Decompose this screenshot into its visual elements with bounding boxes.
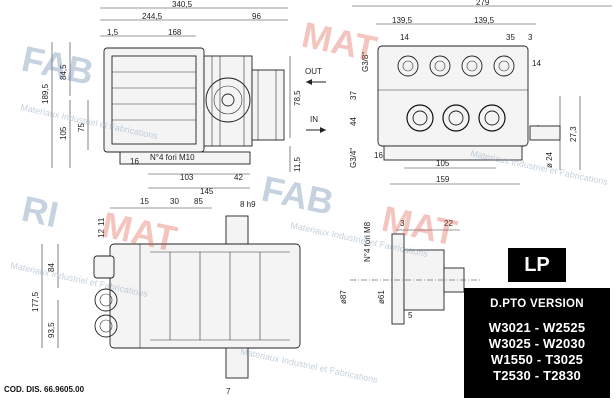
side-view: 15 30 85 8 h9 11 12 84 177,5 93,5 7 bbox=[31, 197, 301, 396]
flange-view: 3 22 N°4 fori M8 ø87 ø61 5 bbox=[339, 219, 480, 325]
dim-11-5: 11,5 bbox=[293, 156, 302, 172]
version-title: D.PTO VERSION bbox=[490, 298, 584, 310]
dim-27-3: 27,3 bbox=[569, 126, 578, 142]
model-line: W3021 - W2525 bbox=[488, 320, 586, 335]
label-out: OUT bbox=[305, 67, 322, 76]
version-panel: D.PTO VERSION W3021 - W2525 W3025 - W203… bbox=[464, 288, 610, 398]
dim-279: 279 bbox=[476, 0, 490, 7]
dim-dia-61: ø61 bbox=[377, 290, 386, 304]
dim-85: 85 bbox=[194, 197, 203, 206]
dim-44: 44 bbox=[349, 117, 358, 126]
dim-15: 15 bbox=[140, 197, 149, 206]
dim-16: 16 bbox=[130, 157, 139, 166]
dim-168: 168 bbox=[168, 28, 182, 37]
top-view: 340,5 244,5 96 1,5 168 189,5 84,5 105 75 bbox=[41, 0, 302, 196]
port-g34: G3/4" bbox=[349, 148, 358, 168]
side-heads bbox=[93, 255, 118, 338]
dim-16-front: 16 bbox=[374, 151, 383, 160]
dim-42: 42 bbox=[234, 173, 243, 182]
dim-14-right: 14 bbox=[532, 59, 541, 68]
dim-11: 11 bbox=[97, 217, 106, 226]
dim-78-5: 78,5 bbox=[293, 90, 302, 106]
dim-189-5: 189,5 bbox=[41, 83, 50, 104]
dim-3-flange: 3 bbox=[400, 219, 405, 228]
dim-340-5: 340,5 bbox=[172, 0, 193, 9]
dim-84-5: 84,5 bbox=[59, 64, 68, 80]
dim-177-5: 177,5 bbox=[31, 291, 40, 312]
dim-139-5-left: 139,5 bbox=[392, 16, 413, 25]
dim-5: 5 bbox=[408, 311, 413, 320]
dim-105: 105 bbox=[59, 126, 68, 140]
dim-145: 145 bbox=[200, 187, 214, 196]
holes-m10: N°4 fori M10 bbox=[150, 153, 195, 162]
front-view: 279 139,5 139,5 14 35 3 14 G3/8" OUT 37 … bbox=[305, 0, 612, 185]
dim-93-5: 93,5 bbox=[47, 322, 56, 338]
dim-139-5-right: 139,5 bbox=[474, 16, 495, 25]
model-line: T2530 - T2830 bbox=[493, 368, 581, 383]
dim-105-front: 105 bbox=[436, 159, 450, 168]
dim-96: 96 bbox=[252, 12, 261, 21]
dim-22: 22 bbox=[444, 219, 453, 228]
dim-30: 30 bbox=[170, 197, 179, 206]
port-g38: G3/8" bbox=[361, 52, 370, 72]
dim-1-5: 1,5 bbox=[107, 28, 119, 37]
dim-dia-87: ø87 bbox=[339, 290, 348, 304]
watermark-fab-1: FAB bbox=[18, 38, 97, 93]
model-list: W3021 - W2525 W3025 - W2030 W1550 - T302… bbox=[464, 320, 610, 384]
key-8h9: 8 h9 bbox=[240, 200, 256, 209]
dim-84: 84 bbox=[47, 263, 56, 272]
watermark-mat-1: MAT bbox=[298, 14, 380, 70]
holes-m8: N°4 fori M8 bbox=[363, 221, 372, 262]
dim-14-top: 14 bbox=[400, 33, 409, 42]
model-line: W1550 - T3025 bbox=[490, 352, 584, 367]
dim-103: 103 bbox=[180, 173, 194, 182]
dim-dia-24: ø 24 bbox=[545, 151, 554, 168]
upper-valves bbox=[397, 55, 515, 77]
label-in: IN bbox=[310, 115, 318, 124]
dim-159: 159 bbox=[436, 175, 450, 184]
watermark-tagline-4: Materiaux Industriel et Fabrications bbox=[470, 148, 610, 187]
dim-12: 12 bbox=[97, 229, 106, 238]
watermark-fab-2: FAB bbox=[258, 168, 337, 223]
watermark-tagline-5: Materiaux Industriel et Fabrications bbox=[240, 346, 380, 385]
dim-75: 75 bbox=[77, 123, 86, 132]
dim-37: 37 bbox=[349, 91, 358, 100]
watermark-ri: RI bbox=[18, 188, 62, 236]
dim-7: 7 bbox=[226, 387, 231, 396]
dim-35: 35 bbox=[506, 33, 515, 42]
model-line: W3025 - W2030 bbox=[488, 336, 586, 351]
dim-244-5: 244,5 bbox=[142, 12, 163, 21]
drawing-code: COD. DIS. 66.9605.00 bbox=[4, 385, 85, 394]
lower-valves bbox=[406, 104, 506, 132]
dim-3: 3 bbox=[528, 33, 533, 42]
lp-badge: LP bbox=[508, 248, 566, 282]
